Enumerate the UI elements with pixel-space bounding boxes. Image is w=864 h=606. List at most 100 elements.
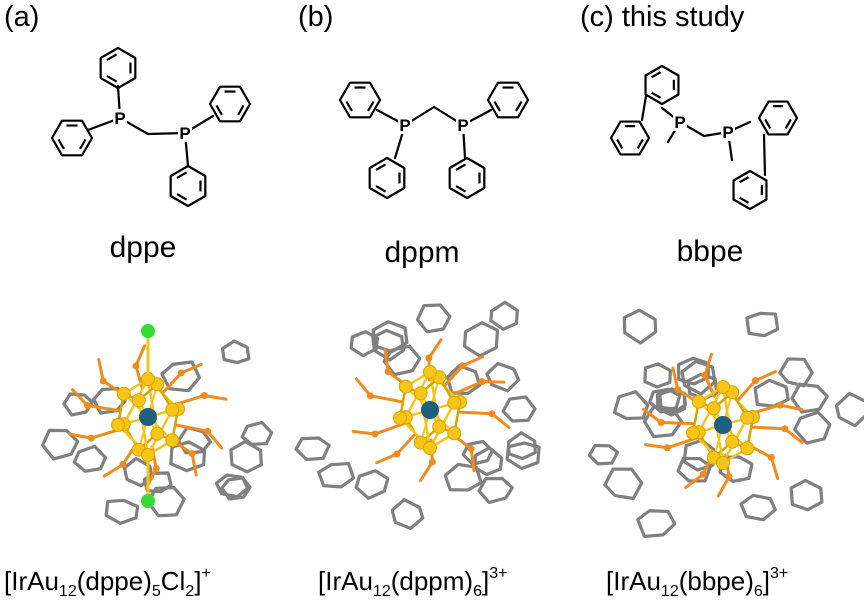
gold-atom [691,394,706,409]
gold-atom [447,395,462,410]
phosphorus-atom [781,425,789,433]
phenyl-p1-top [99,46,137,90]
p-c-bond [671,366,680,391]
formula-c: [IrAu12(bbpe)6]3+ [606,565,789,600]
carbon-ring [680,359,717,396]
p-c-bond [419,460,434,483]
p-c-bond [480,380,506,384]
gold-atom [413,386,428,401]
carbon-ring [506,431,537,461]
atom-p2: P [179,124,190,143]
gold-atom [131,393,146,408]
carbon-ring [472,446,504,477]
phosphorus-atom [204,427,212,435]
iridium-atom [139,408,157,426]
p-c-bond [97,357,105,383]
carbon-ring [462,321,500,358]
p-au-bond [453,380,484,396]
gold-atom [423,365,437,379]
phosphorus-atom [488,410,496,418]
p-au-bond [444,364,465,386]
carbon-ring [612,390,650,421]
gold-atom [725,434,740,449]
p-c-bond [778,403,804,412]
p-c-bond [102,463,125,478]
p-c-bond [375,452,399,465]
gold-atom [423,441,437,455]
gold-atom [165,402,180,417]
benzo-a-left [609,120,651,156]
formula-a: [IrAu12(dppe)5Cl2]+ [4,565,211,600]
phosphorus-atom [393,450,401,458]
carbon-ring [169,440,207,473]
atom-p2: P [722,123,733,142]
p-c-bond [753,370,777,383]
carbon-ring [587,443,620,466]
carbon-ring [146,485,186,518]
phosphorus-atom [188,450,196,458]
carbon-ring [443,462,483,492]
p-c-bond [202,393,228,401]
gold-atom [393,411,407,425]
carbon-ring [643,362,672,389]
ligand-name-bbpe: bbpe [676,235,744,268]
atom-p1: P [674,113,685,132]
iridium-atom [421,401,439,419]
carbon-ring [317,461,356,489]
dppe-structure: PP [50,46,252,208]
p-c-bond [461,355,485,368]
carbon-ring [371,328,406,362]
carbon-ring [349,330,380,358]
formula-b: [IrAu12(dppm)6]3+ [318,565,508,600]
gold-atom [716,456,730,470]
p-c-bond [70,388,89,408]
phosphorus-atom [428,458,436,466]
carbon-ring [501,395,537,423]
ligand-name-dppe: dppe [109,231,177,264]
p-c-bond [68,432,93,440]
carbon-ring [745,311,780,338]
cluster-bbpe-model [587,308,864,538]
carbon-ring [642,404,684,439]
phenyl-p2-right [208,85,252,123]
phenyl-p1-left [50,119,94,157]
p-c-bond [716,475,731,498]
carbon-ring [72,444,108,473]
p-c-bond [134,344,147,368]
phosphorus-atom [83,402,91,410]
p-au-bond [737,379,757,401]
carbon-ring [415,303,452,334]
au-au-bond [419,392,432,450]
p-c-bond [469,447,476,473]
phosphorus-atom [725,473,733,481]
carbon-ring [489,300,519,331]
carbon-ring [220,476,252,501]
au-au-bond [721,385,734,443]
phenyl-p2-right [486,81,530,119]
phosphorus-atom [459,362,467,370]
carbon-ring [294,436,331,462]
panel-label-c: (c) this study [580,1,745,33]
gold-atom [686,426,700,440]
carbon-ring [371,320,409,354]
carbon-ring [793,410,832,445]
gold-atom [165,433,180,448]
p-c-bond [769,456,780,481]
gold-atom [447,426,462,441]
phosphorus-atom [371,430,379,438]
p-c-bond [783,427,804,444]
carbon-ring [160,360,202,393]
chlorine-atom-top [141,324,155,338]
carbon-ring [603,467,644,501]
p-c-bond [383,348,390,374]
carbon-ring [104,498,140,526]
gold-atom [432,419,447,434]
p-au-bond [368,394,403,404]
bond-biaryl-b [762,133,767,177]
phosphorus-atom [119,461,127,469]
phosphorus-atom [674,385,682,393]
carbon-ring [648,387,682,414]
phosphorus-atom [132,362,140,370]
carbon-ring [41,428,80,461]
